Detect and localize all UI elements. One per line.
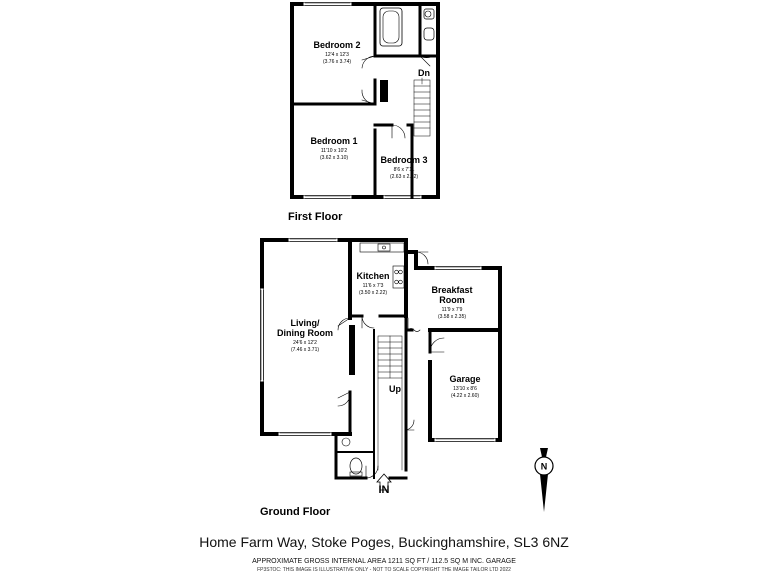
copyright-disclaimer: FP3STOC: THIS IMAGE IS ILLUSTRATIVE ONLY… xyxy=(257,567,511,573)
kitchen-size-metric: (3.50 x 2.22) xyxy=(359,290,387,296)
breakfast-room-size-metric: (3.58 x 2.35) xyxy=(438,314,466,320)
first-floor-label: First Floor xyxy=(288,211,343,223)
garage-size-imperial: 13'10 x 8'6 xyxy=(453,386,477,392)
bedroom-3-size-imperial: 8'6 x 7'11 xyxy=(394,167,415,173)
breakfast-room-label-line1: Breakfast xyxy=(431,285,472,295)
stairs-up-marker: Up xyxy=(389,384,401,394)
living-room-label-line1: Living/ xyxy=(291,318,320,328)
compass-north-label: N xyxy=(541,462,548,472)
entrance-arrow-icon xyxy=(376,473,392,491)
bedroom-3-size-metric: (2.63 x 2.42) xyxy=(390,174,418,180)
bedroom-2-size-imperial: 12'4 x 12'3 xyxy=(325,52,349,58)
entrance-label: IN xyxy=(379,484,390,496)
gross-internal-area: APPROXIMATE GROSS INTERNAL AREA 1211 SQ … xyxy=(252,558,516,565)
bedroom-1-size-imperial: 11'10 x 10'2 xyxy=(321,148,348,154)
breakfast-room-size-imperial: 11'9 x 7'9 xyxy=(442,307,463,313)
bedroom-1-label: Bedroom 1 xyxy=(310,136,357,146)
bedroom-3-label: Bedroom 3 xyxy=(380,155,427,165)
first-floor-plan xyxy=(290,2,440,199)
garage-label: Garage xyxy=(449,374,480,384)
ground-floor-label: Ground Floor xyxy=(260,506,331,518)
north-compass-icon xyxy=(534,448,554,512)
bedroom-2-label: Bedroom 2 xyxy=(313,40,360,50)
living-room-label-line2: Dining Room xyxy=(277,328,333,338)
bedroom-2-size-metric: (3.76 x 3.74) xyxy=(323,59,351,65)
stairs-down-marker: Dn xyxy=(418,68,430,78)
breakfast-room-label-line2: Room xyxy=(439,295,465,305)
property-address: Home Farm Way, Stoke Poges, Buckinghamsh… xyxy=(199,534,569,550)
garage-size-metric: (4.22 x 2.60) xyxy=(451,393,479,399)
ground-floor-plan xyxy=(260,238,502,491)
bedroom-1-size-metric: (3.62 x 3.10) xyxy=(320,155,348,161)
kitchen-size-imperial: 11'6 x 7'3 xyxy=(363,283,384,289)
living-room-size-imperial: 24'6 x 12'2 xyxy=(293,340,317,346)
kitchen-label: Kitchen xyxy=(356,271,389,281)
living-room-size-metric: (7.46 x 3.71) xyxy=(291,347,319,353)
